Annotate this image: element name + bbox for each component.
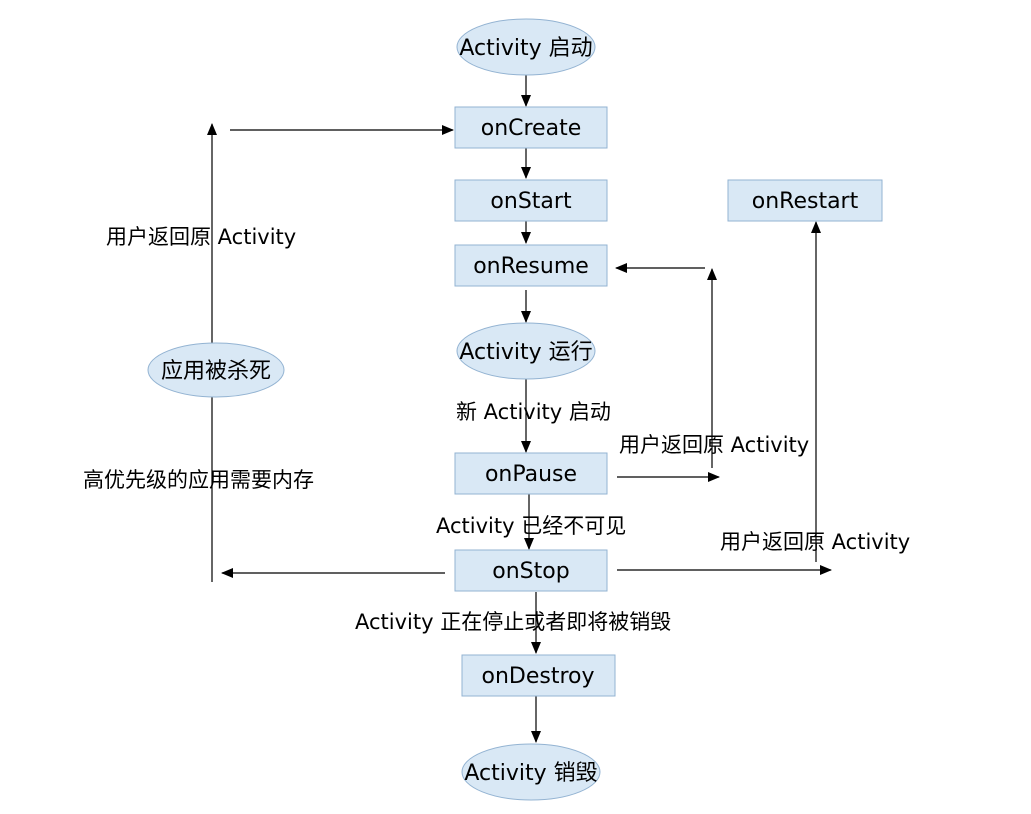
node-oncreate-label: onCreate [481,116,582,141]
node-onpause-label: onPause [485,462,577,487]
node-onrestart: onRestart [727,179,883,222]
node-onstart: onStart [454,179,608,222]
node-activity-start-label: Activity 启动 [459,36,592,61]
node-app-killed: 应用被杀死 [147,342,285,398]
label-activity-stopping: Activity 正在停止或者即将被销毁 [355,610,671,634]
node-onstop-label: onStop [492,559,569,584]
label-user-return-resume: 用户返回原 Activity [619,433,809,457]
label-user-return-restart: 用户返回原 Activity [720,530,910,554]
node-onresume: onResume [454,244,608,287]
label-activity-invisible: Activity 已经不可见 [436,514,626,538]
node-onpause: onPause [454,452,608,495]
node-activity-running: Activity 运行 [456,322,596,380]
node-onrestart-label: onRestart [752,189,859,214]
edges [207,75,832,743]
node-activity-destroyed: Activity 销毁 [461,743,601,801]
node-onstop: onStop [454,549,608,592]
node-activity-start: Activity 启动 [456,18,596,76]
node-app-killed-label: 应用被杀死 [161,359,271,384]
label-high-priority-memory: 高优先级的应用需要内存 [83,468,314,492]
node-ondestroy: onDestroy [461,654,616,697]
node-ondestroy-label: onDestroy [481,664,594,689]
label-user-return-left: 用户返回原 Activity [106,225,296,249]
label-new-activity-start: 新 Activity 启动 [456,400,611,424]
node-oncreate: onCreate [454,106,608,149]
node-activity-destroyed-label: Activity 销毁 [464,761,597,786]
node-activity-running-label: Activity 运行 [459,340,592,365]
node-onresume-label: onResume [473,254,589,279]
node-onstart-label: onStart [490,189,572,214]
